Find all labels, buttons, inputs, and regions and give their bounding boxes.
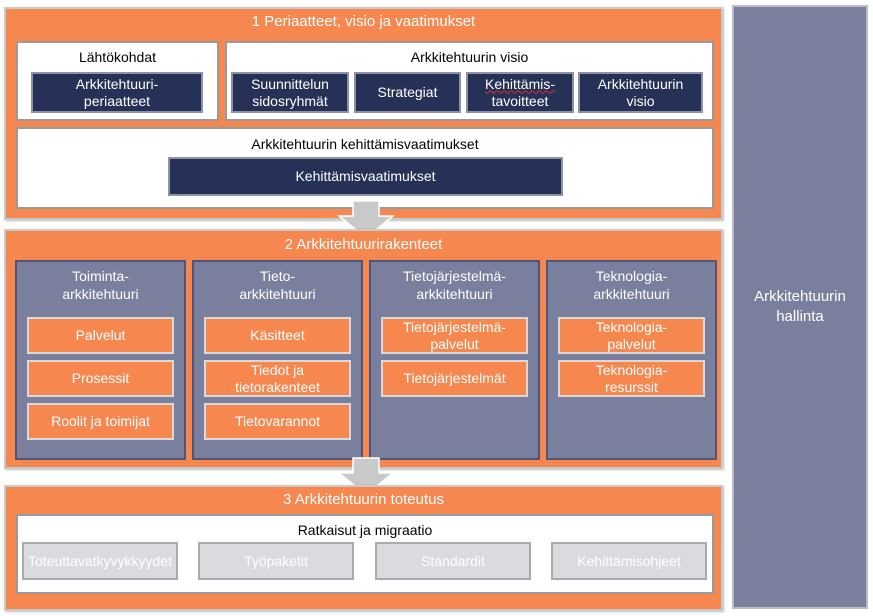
box-line: Kehittämis- [484, 75, 556, 92]
column-title-line: Tietojärjestelmä- [403, 268, 506, 284]
column-title-line: arkkitehtuuri [62, 286, 139, 302]
box-line: palvelut [430, 335, 479, 352]
side-line: hallinta [776, 308, 824, 325]
box-line: Arkkitehtuuri- [75, 75, 159, 92]
box-line: Teknologia- [595, 318, 668, 335]
box-line: Toteuttavat [28, 552, 97, 569]
box-line: resurssit [605, 378, 658, 395]
column-title: Tietojärjestelmä-arkkitehtuuri [369, 267, 540, 303]
panel-visio-title: Arkkitehtuurin visio [410, 49, 529, 65]
column-item: Prosessit [27, 360, 174, 397]
column-item: Tietojärjestelmä-palvelut [381, 317, 528, 354]
box-line: Käsitteet [250, 327, 305, 343]
box-line: Kehittämisohjeet [577, 552, 681, 569]
box-line: Suunnittelun [251, 75, 329, 92]
column-title-line: Toiminta- [72, 268, 129, 284]
box-line: Työpaketit [244, 552, 308, 569]
box-arkkitehtuuriperiaatteet: Arkkitehtuuri-periaatteet [31, 72, 203, 113]
panel-lahtokohdat-title: Lähtökohdat [78, 49, 157, 65]
section-principles-title: 1 Periaatteet, visio ja vaatimukset [251, 13, 476, 30]
column-title: Teknologia-arkkitehtuuri [546, 267, 717, 303]
box-standardit: Standardit [375, 542, 531, 580]
box-kehittamistavoitteet: Kehittämis-tavoitteet [466, 72, 574, 113]
box-kehittamisvaatimukset: Kehittämisvaatimukset [168, 157, 563, 196]
box-line: Palvelut [75, 327, 126, 343]
column-item: Roolit ja toimijat [27, 403, 174, 440]
box-line: palvelut [607, 335, 656, 352]
box-line: Tietojärjestelmä- [403, 318, 506, 335]
side-line: Arkkitehtuurin [754, 288, 846, 305]
panel-ratkaisut-title: Ratkaisut ja migraatio [297, 522, 433, 538]
side-arkkitehtuurin-hallinta: Arkkitehtuurin hallinta [732, 5, 868, 609]
box-line: Kehittämisvaatimukset [295, 168, 436, 184]
column-title-line: arkkitehtuuri [239, 286, 316, 302]
box-line: tavoitteet [491, 92, 549, 109]
panel-kehittamisvaatimukset-title: Arkkitehtuurin kehittämisvaatimukset [251, 136, 479, 152]
box-line: Tietojärjestelmät [403, 370, 506, 386]
column-item: Käsitteet [204, 317, 351, 354]
column-item: Tietojärjestelmät [381, 360, 528, 397]
box-line: periaatteet [83, 92, 151, 109]
section-implementation-title: 3 Arkkitehtuurin toteutus [283, 491, 444, 508]
column-item: Teknologia-palvelut [558, 317, 705, 354]
column-title-line: Tieto- [259, 268, 296, 284]
box-line: sidosryhmät [252, 92, 328, 109]
box-line: kyvykkyydet [96, 552, 172, 569]
box-line: Standardit [421, 552, 485, 569]
column-title: Toiminta-arkkitehtuuri [15, 267, 186, 303]
column-item: Palvelut [27, 317, 174, 354]
box-kehittamisohjeet: Kehittämisohjeet [551, 542, 707, 580]
box-line: visio [626, 92, 655, 109]
box-line: Teknologia- [595, 361, 668, 378]
column-title-line: arkkitehtuuri [416, 286, 493, 302]
section-structures-title: 2 Arkkitehtuurirakenteet [284, 236, 443, 253]
box-line: Tietovarannot [234, 413, 321, 429]
box-line: Tiedot ja [250, 361, 305, 378]
column-title-line: arkkitehtuuri [593, 286, 670, 302]
column-title-line: Teknologia- [595, 268, 668, 284]
box-tyopaketit: Työpaketit [198, 542, 354, 580]
box-toteuttavat-kyvykkyydet: Toteuttavatkyvykkyydet [22, 542, 178, 580]
down-arrow-icon [336, 200, 396, 239]
box-strategiat: Strategiat [354, 72, 461, 113]
box-line: tietorakenteet [235, 378, 320, 395]
column-title: Tieto-arkkitehtuuri [192, 267, 363, 303]
down-arrow-icon [336, 457, 396, 496]
column-item: Tietovarannot [204, 403, 351, 440]
column-item: Teknologia-resurssit [558, 360, 705, 397]
box-line: Arkkitehtuurin [597, 75, 684, 92]
box-line: Prosessit [71, 370, 130, 386]
box-line: Strategiat [377, 84, 438, 100]
box-line: Roolit ja toimijat [51, 413, 150, 429]
